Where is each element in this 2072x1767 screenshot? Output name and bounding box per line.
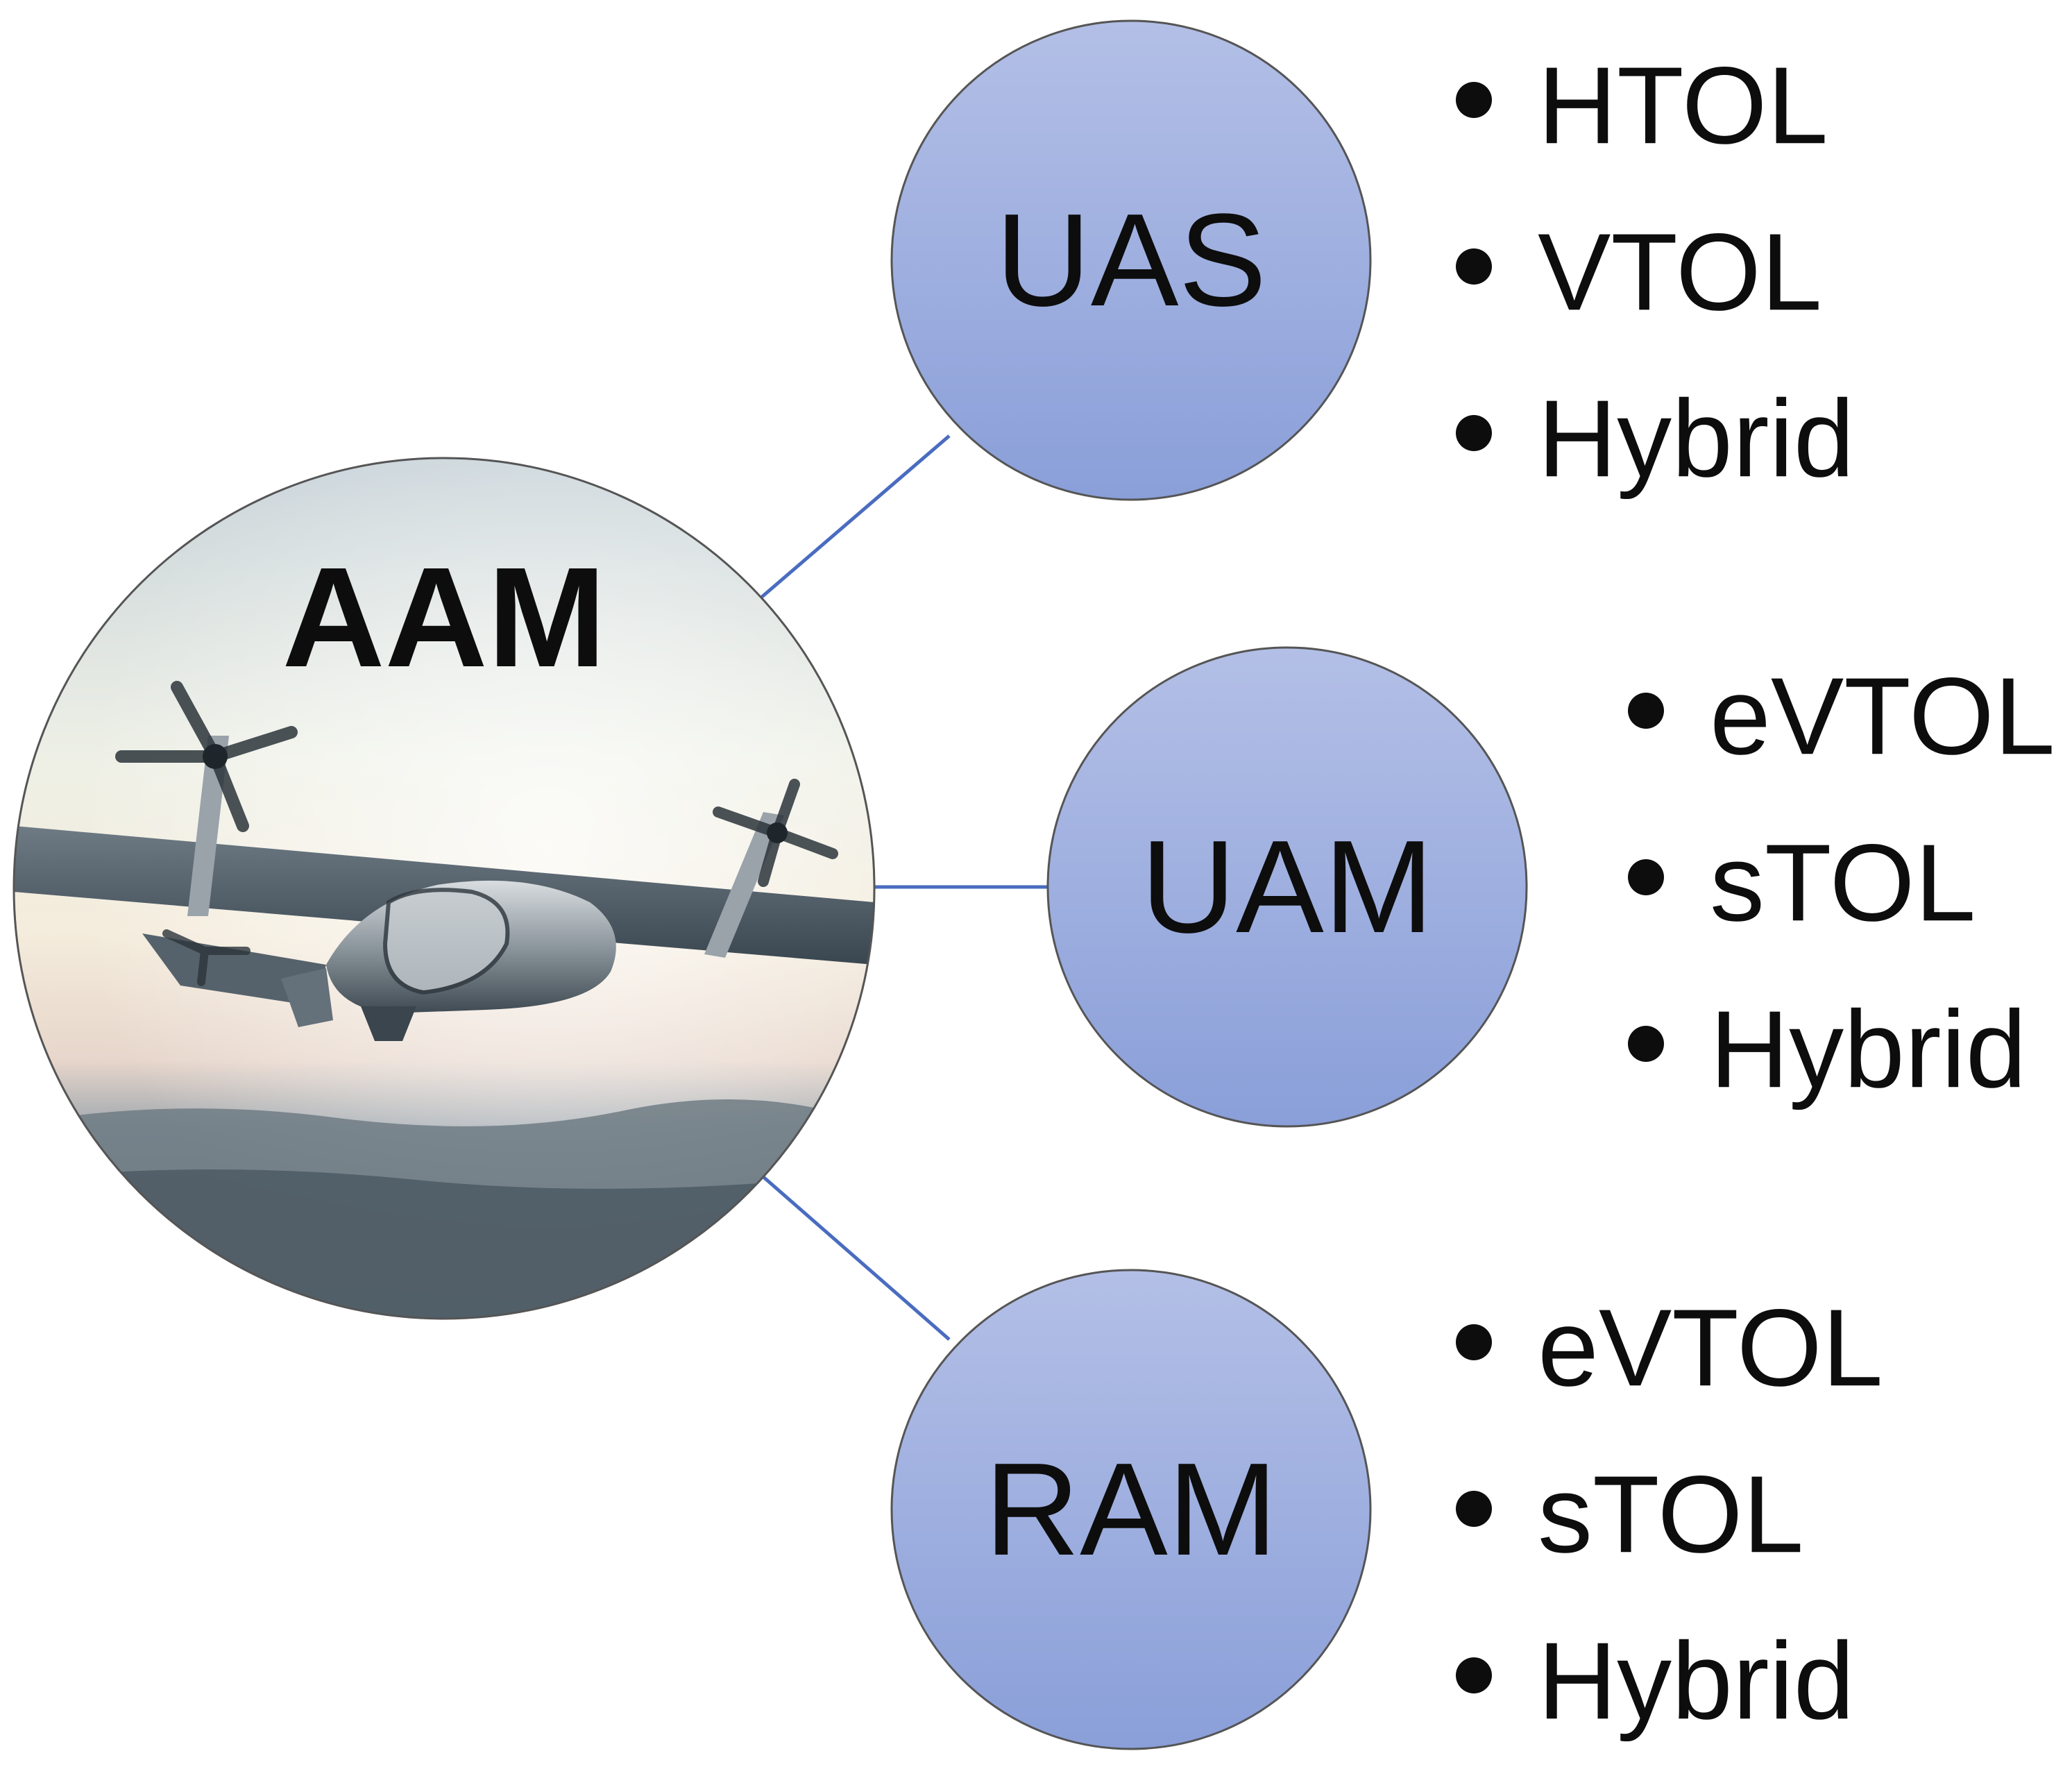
list-item: Hybrid xyxy=(1456,1589,1883,1756)
aam-node: AAM xyxy=(12,457,876,1320)
bullet-icon xyxy=(1456,248,1492,285)
uas-items-list: HTOL VTOL Hybrid xyxy=(1456,14,1855,514)
list-item: sTOL xyxy=(1628,791,2055,958)
uam-node: UAM xyxy=(1046,646,1528,1128)
bullet-icon xyxy=(1456,1491,1492,1528)
list-item: VTOL xyxy=(1456,180,1855,347)
ram-items-list: eVTOL sTOL Hybrid xyxy=(1456,1256,1883,1756)
bullet-icon xyxy=(1456,82,1492,119)
bullet-icon xyxy=(1456,1657,1492,1694)
ram-label: RAM xyxy=(985,1436,1277,1583)
list-item: sTOL xyxy=(1456,1423,1883,1589)
uam-label: UAM xyxy=(1141,813,1434,961)
list-item: Hybrid xyxy=(1628,958,2055,1124)
bullet-icon xyxy=(1628,859,1664,896)
uam-items-list: eVTOL sTOL Hybrid xyxy=(1628,625,2055,1124)
bullet-icon xyxy=(1628,1026,1664,1063)
list-item: Hybrid xyxy=(1456,347,1855,514)
bullet-icon xyxy=(1628,693,1664,729)
connector-aam-uas xyxy=(761,434,951,598)
bullet-icon xyxy=(1456,415,1492,452)
uas-node: UAS xyxy=(890,19,1372,501)
aam-label: AAM xyxy=(282,538,606,697)
list-item: HTOL xyxy=(1456,14,1855,180)
bullet-icon xyxy=(1456,1324,1492,1361)
list-item: eVTOL xyxy=(1456,1256,1883,1423)
ram-node: RAM xyxy=(890,1269,1372,1750)
uas-label: UAS xyxy=(996,187,1267,334)
connector-aam-ram xyxy=(761,1174,951,1341)
list-item: eVTOL xyxy=(1628,625,2055,791)
